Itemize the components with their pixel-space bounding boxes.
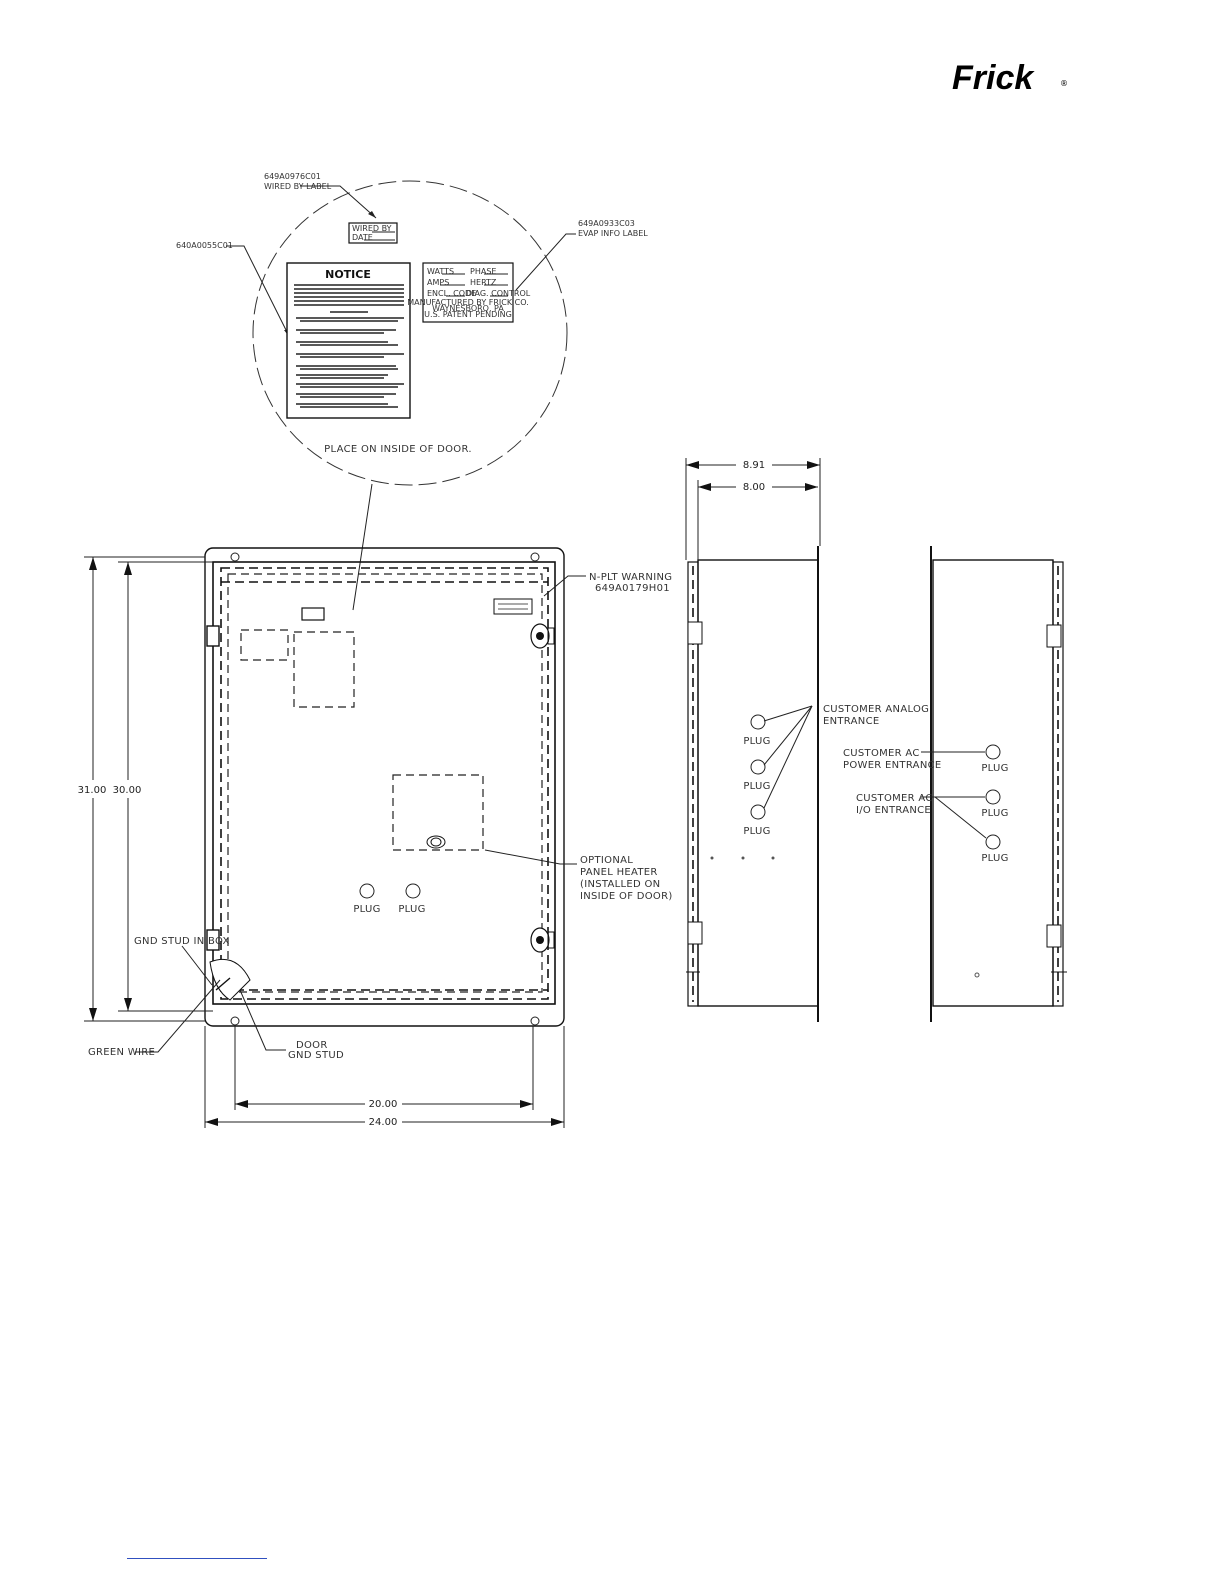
front-dim-30: 30.00: [113, 561, 213, 1012]
evap-field-phase: PHASE: [470, 267, 496, 276]
logo-text: Frick: [952, 59, 1035, 97]
rear-view: PLUG PLUG PLUG CUSTOMER AC POWER ENTRANC…: [843, 546, 1067, 1022]
door-gnd-leader: [239, 989, 286, 1051]
gnd-stud-box-text: GND STUD IN BOX: [134, 936, 230, 947]
ac-io-line-2: I/O ENTRANCE: [856, 805, 931, 816]
front-plug-hole-1: [359, 883, 375, 899]
wired-by-label-name: WIRED BY LABEL: [264, 182, 332, 191]
dim-24-text: 24.00: [369, 1117, 398, 1128]
placement-note: PLACE ON INSIDE OF DOOR.: [324, 444, 472, 455]
side-plug-label-3: PLUG: [743, 826, 770, 837]
front-plug-label-1: PLUG: [353, 904, 380, 915]
evap-label-name: EVAP INFO LABEL: [578, 229, 648, 238]
evap-field-encl-code: ENCL. CODE: [427, 289, 476, 298]
side-view: PLUG PLUG PLUG CUSTOMER ANALOG ENTRANCE …: [685, 458, 929, 1022]
evap-field-amps: AMPS: [427, 278, 449, 287]
label-detail-circle: 649A0976C01 WIRED BY LABEL WIRED BY DATE…: [176, 172, 648, 611]
side-plug-label-2: PLUG: [743, 781, 770, 792]
notice-title: NOTICE: [325, 268, 371, 281]
green-wire-text: GREEN WIRE: [88, 1047, 155, 1058]
optional-heater-line-4: INSIDE OF DOOR): [580, 891, 673, 902]
evap-footer-2: WAYNESBORO, PA: [432, 304, 504, 313]
optional-heater-line-1: OPTIONAL: [580, 855, 633, 866]
ac-power-line-2: POWER ENTRANCE: [843, 760, 942, 771]
rear-plug-label-3: PLUG: [981, 853, 1008, 864]
heater-leader: [484, 849, 577, 865]
notice-leader: [226, 245, 291, 339]
door-gnd-text-1: DOOR: [296, 1040, 328, 1051]
evap-field-diag-control: DIAG. CONTROL: [466, 289, 531, 298]
footer-rule: [127, 1558, 267, 1559]
registered-mark: ®: [1060, 79, 1068, 88]
nplt-part-number: 649A0179H01: [595, 583, 670, 594]
door-gnd-text-2: GND STUD: [288, 1050, 344, 1061]
frick-logo: Frick ®: [952, 59, 1068, 97]
date-field: DATE: [352, 233, 373, 242]
side-plug-label-1: PLUG: [743, 736, 770, 747]
green-wire-leader: [135, 979, 221, 1053]
evap-footer-1: MANUFACTURED BY FRICK CO.: [407, 298, 529, 307]
side-dim-800: 8.00: [697, 480, 818, 560]
front-plug-hole-2: [405, 883, 421, 899]
nplt-leader: [543, 575, 586, 597]
front-plug-label-2: PLUG: [398, 904, 425, 915]
evap-field-watts: WATTS: [427, 267, 454, 276]
dim-800-text: 8.00: [743, 482, 765, 493]
rear-plug-label-1: PLUG: [981, 763, 1008, 774]
notice-label: NOTICE: [286, 262, 411, 419]
detail-leader: [352, 483, 373, 611]
side-dim-891: 8.91: [685, 458, 821, 560]
lower-latch: [530, 927, 555, 953]
notice-part-number: 640A0055C01: [176, 241, 233, 250]
nplt-warning-text: N-PLT WARNING: [589, 572, 672, 583]
front-dim-24: 24.00: [204, 1026, 565, 1128]
evap-info-label: WATTS PHASE AMPS HERTZ ENCL. CODE DIAG. …: [407, 262, 531, 323]
wired-by-leader: [300, 185, 377, 219]
front-dim-31: 31.00: [78, 556, 205, 1022]
optional-heater-line-3: (INSTALLED ON: [580, 879, 660, 890]
optional-heater-line-2: PANEL HEATER: [580, 867, 658, 878]
evap-part-number: 649A0933C03: [578, 219, 635, 228]
evap-leader: [515, 233, 576, 291]
gnd-stud-leader: [181, 945, 213, 986]
wired-by-part-number: 649A0976C01: [264, 172, 321, 181]
ac-io-line-1: CUSTOMER AC: [856, 793, 933, 804]
front-view: PLUG PLUG N-PLT WARNING 649A0179H01 OPTI…: [78, 547, 673, 1128]
ac-power-line-1: CUSTOMER AC: [843, 748, 920, 759]
analog-entrance-line-2: ENTRANCE: [823, 716, 879, 727]
wired-by-field: WIRED BY: [352, 224, 392, 233]
upper-latch: [530, 623, 555, 649]
dim-31-text: 31.00: [78, 785, 107, 796]
dim-20-text: 20.00: [369, 1099, 398, 1110]
wired-by-label: WIRED BY DATE: [348, 222, 398, 244]
analog-entrance-line-1: CUSTOMER ANALOG: [823, 704, 929, 715]
rear-plug-label-2: PLUG: [981, 808, 1008, 819]
dim-891-text: 8.91: [743, 460, 765, 471]
evap-footer-3: U.S. PATENT PENDING: [424, 310, 512, 319]
dim-30-text: 30.00: [113, 785, 142, 796]
front-dim-20: 20.00: [234, 1026, 534, 1110]
panel-heater-outline: [392, 774, 484, 851]
evap-field-hertz: HERTZ: [470, 278, 497, 287]
notice-fine-print: [294, 284, 404, 408]
